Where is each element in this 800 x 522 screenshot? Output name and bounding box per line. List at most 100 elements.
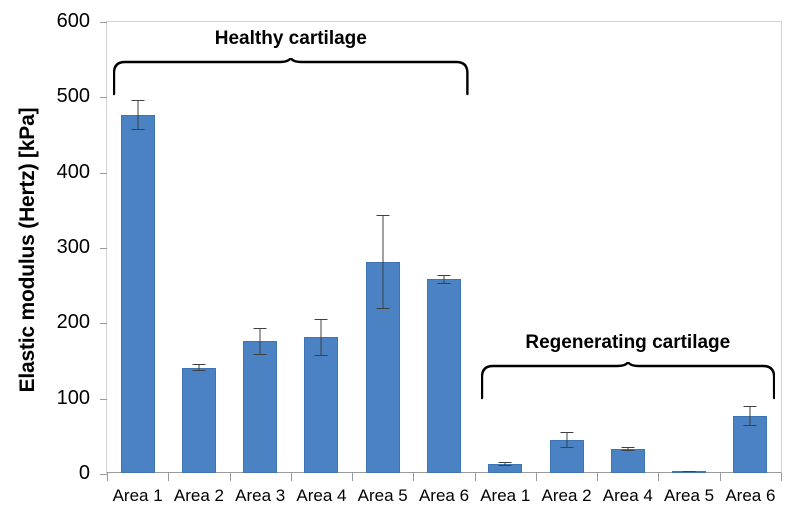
y-axis-tick <box>100 22 107 23</box>
x-axis-tick <box>474 473 476 481</box>
error-bar <box>314 318 328 357</box>
error-bar-cap-top <box>131 100 145 102</box>
error-bar-cap-bottom <box>743 424 757 426</box>
bracket-shape <box>113 58 469 96</box>
y-axis-tick-label: 0 <box>78 462 90 484</box>
x-axis-tick-label: Area 3 <box>235 486 286 505</box>
bar[interactable] <box>243 341 278 473</box>
x-axis-tick-label: Area 1 <box>112 486 163 505</box>
error-bar <box>192 363 206 372</box>
error-bar-cap-bottom <box>560 447 574 449</box>
x-axis-tick <box>781 473 782 481</box>
x-axis-tick-label: Area 6 <box>418 486 470 505</box>
bar[interactable] <box>181 367 216 473</box>
error-bar-stem <box>259 327 261 355</box>
y-axis-tick-label: 100 <box>56 386 90 409</box>
bar-slot <box>597 21 658 473</box>
x-axis-tick <box>107 473 108 481</box>
error-bar-stem <box>382 215 384 309</box>
error-bar <box>682 470 696 473</box>
error-bar-stem <box>320 318 322 357</box>
y-axis-tick <box>100 172 107 174</box>
error-bar-cap-bottom <box>621 450 635 452</box>
x-axis-tick-labels: Area 1 Area 2 Area 3 Area 4 Area 5 Area 6 Area… <box>107 486 781 516</box>
y-axis-tick <box>100 323 107 325</box>
error-bar-cap-bottom <box>253 353 267 355</box>
bar-slot <box>475 21 536 473</box>
error-bar-cap-top <box>437 274 451 276</box>
x-axis-tick-label: Area 2 <box>173 486 224 505</box>
bar-slot <box>658 21 719 473</box>
bar[interactable] <box>120 115 155 473</box>
x-axis-tick-label: Area 4 <box>296 486 347 505</box>
bar-slot <box>230 21 291 473</box>
error-bar-stem <box>627 446 629 452</box>
error-bar-cap-bottom <box>192 370 206 372</box>
error-bar-stem <box>198 363 200 372</box>
error-bar-cap-top <box>314 318 328 320</box>
bar-slot <box>352 21 413 473</box>
error-bar-stem <box>749 405 751 426</box>
x-axis-tick-label: Area 2 <box>541 486 592 505</box>
error-bar-stem <box>566 431 568 449</box>
bar-slot <box>413 21 474 473</box>
error-bar-stem <box>504 461 506 467</box>
x-axis-tick <box>597 473 599 481</box>
error-bar-cap-bottom <box>314 355 328 357</box>
x-axis-ticks <box>107 473 782 481</box>
error-bar-cap-bottom <box>437 282 451 284</box>
error-bar-cap-top <box>192 363 206 365</box>
bracket-shape <box>480 362 775 400</box>
group-bracket-regenerating-label: Regenerating cartilage <box>525 332 731 353</box>
error-bar-cap-bottom <box>131 129 145 131</box>
y-axis-tick <box>100 398 107 400</box>
bar-slot <box>168 21 229 473</box>
x-axis-tick-label: Area 5 <box>664 486 715 505</box>
bar[interactable] <box>426 279 461 473</box>
bar-slot <box>107 21 168 473</box>
x-axis-tick <box>352 473 354 481</box>
x-axis-tick <box>413 473 415 481</box>
y-axis-tick <box>100 248 107 249</box>
error-bar-cap-top <box>560 431 574 433</box>
bar[interactable] <box>304 337 339 473</box>
x-axis-tick <box>168 473 170 481</box>
y-axis-tick-label: 400 <box>56 160 90 183</box>
error-bar-cap-top <box>743 405 757 407</box>
bar-slot <box>720 21 781 473</box>
bar-slot <box>536 21 597 473</box>
error-bar <box>253 327 267 355</box>
group-bracket-healthy-label: Healthy cartilage <box>214 28 367 49</box>
x-axis-tick <box>229 473 231 481</box>
x-axis-tick-label: Area 5 <box>357 486 408 505</box>
bars-container <box>107 21 781 473</box>
error-bar-cap-top <box>498 461 512 463</box>
x-axis-tick <box>290 473 292 481</box>
x-axis-tick-label: Area 4 <box>602 486 653 505</box>
error-bar-stem <box>137 100 139 131</box>
y-axis-tick-label: 500 <box>56 85 90 108</box>
bar-slot <box>291 21 352 473</box>
x-axis-tick <box>658 473 660 481</box>
error-bar <box>131 100 145 131</box>
error-bar <box>743 405 757 426</box>
x-axis-tick <box>535 473 537 481</box>
x-axis-tick <box>719 473 721 481</box>
group-bracket-healthy: Healthy cartilage <box>113 28 469 96</box>
error-bar-stem <box>443 274 445 284</box>
bar[interactable] <box>610 448 645 473</box>
error-bar <box>560 431 574 449</box>
y-axis-tick-label: 200 <box>56 311 90 334</box>
error-bar-cap-top <box>621 446 635 448</box>
x-axis-tick-label: Area 1 <box>480 486 531 505</box>
x-axis-tick-label: Area 6 <box>725 486 776 505</box>
error-bar-cap-top <box>376 215 390 217</box>
error-bar <box>437 274 451 284</box>
y-axis-tick-label: 600 <box>56 10 90 32</box>
error-bar-cap-bottom <box>498 465 512 467</box>
error-bar <box>376 215 390 309</box>
y-axis-tick <box>100 474 107 475</box>
error-bar-cap-bottom <box>376 307 390 309</box>
